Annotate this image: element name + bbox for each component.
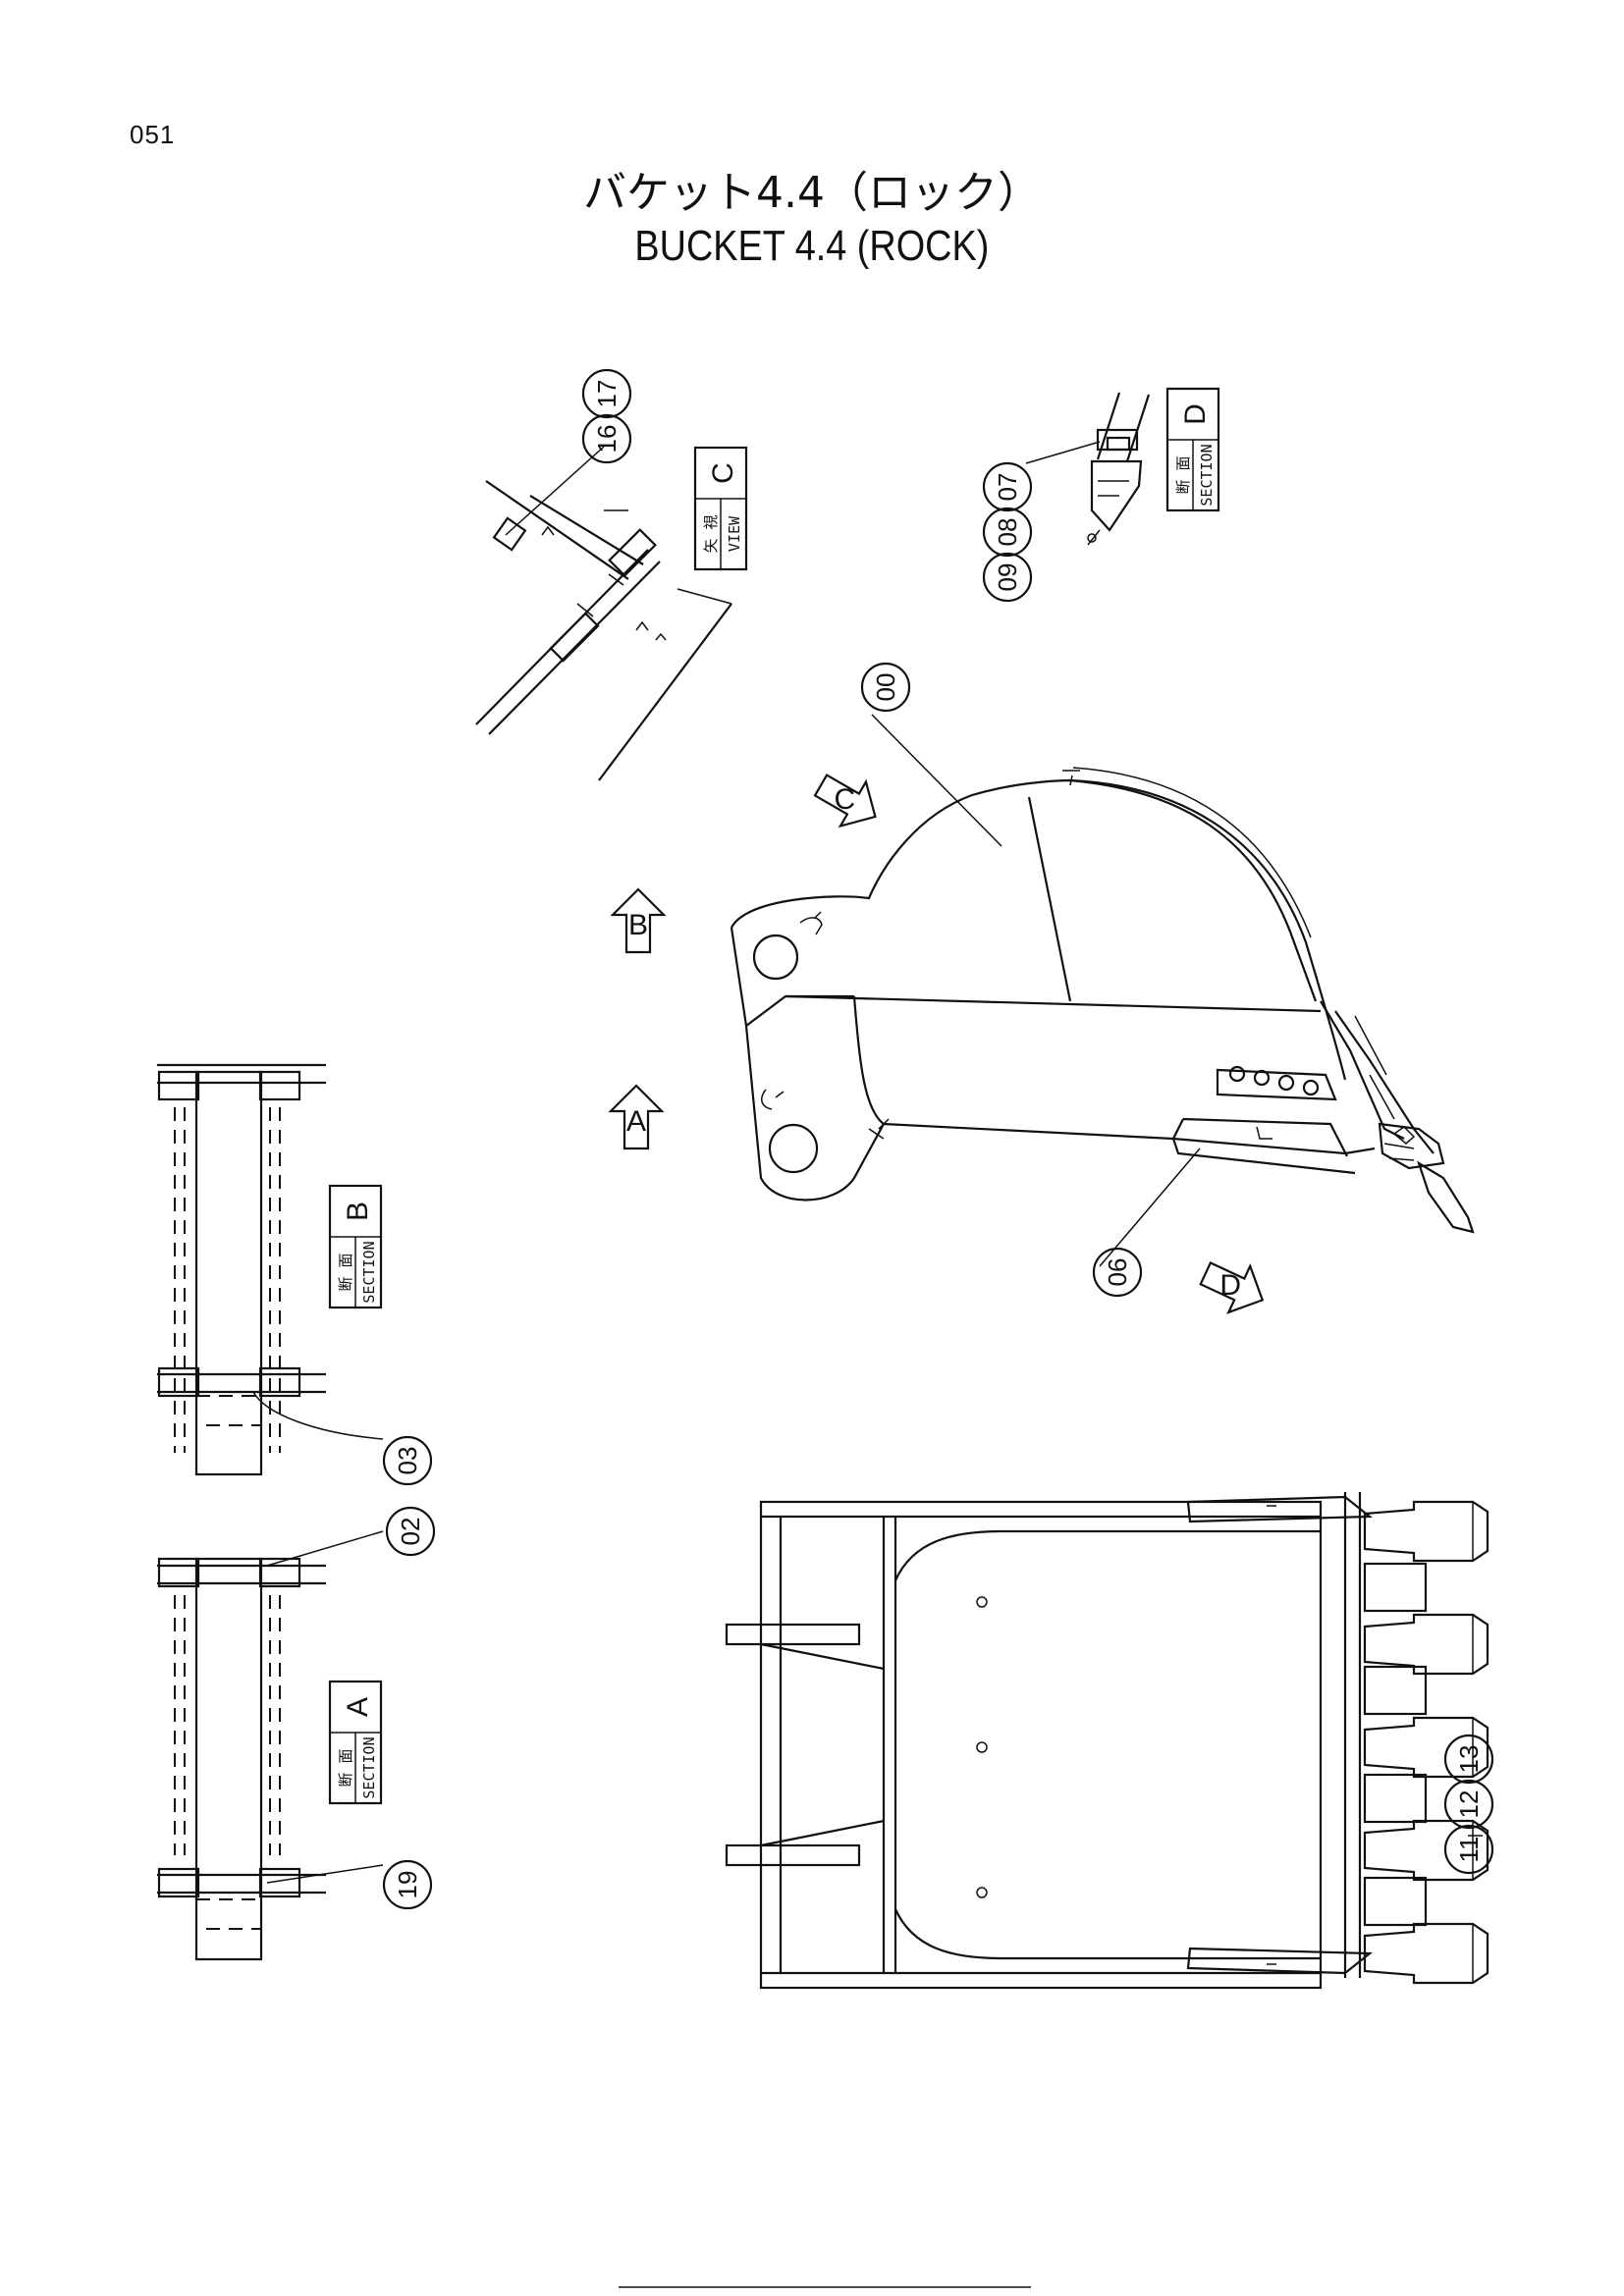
callout-bubble	[1092, 1247, 1143, 1298]
callout-bubble	[982, 507, 1033, 558]
callout-number: 08	[993, 518, 1022, 547]
callout-number: 00	[871, 673, 900, 702]
callout-bubble	[1443, 1779, 1494, 1830]
view-c-detail	[475, 480, 732, 781]
callout-19: 19	[382, 1859, 433, 1910]
callout-number: 03	[393, 1447, 422, 1475]
callout-111213: 11 12 13	[1443, 1734, 1494, 1875]
view-arrow-d: D	[1199, 1260, 1265, 1314]
callout-number: 06	[1103, 1258, 1132, 1287]
page-number: 051	[130, 120, 176, 149]
callout-bubble	[982, 461, 1033, 512]
view-label-c-letter: C	[707, 462, 739, 484]
callout-02: 02	[385, 1506, 436, 1557]
callout-06: 06	[1092, 1247, 1143, 1298]
view-label-c: 矢 視 VIEW C	[693, 446, 748, 571]
section-label-d: 断 面 SECTION D	[1165, 387, 1220, 512]
view-arrow-b-letter: B	[628, 909, 648, 941]
view-arrow-a-letter: A	[626, 1105, 646, 1138]
section-label-d-caption: SECTION	[1198, 444, 1216, 506]
bucket-tooth	[1363, 1500, 1489, 1563]
view-arrow-c: C	[813, 774, 877, 828]
callout-bubble	[982, 552, 1033, 603]
title-japanese: バケット4.4（ロック）	[583, 168, 1041, 218]
view-arrow-a: A	[608, 1084, 665, 1150]
leader-lines	[252, 441, 1483, 1884]
edge-protector	[1363, 1665, 1428, 1716]
section-label-b-kanji: 断 面	[337, 1253, 354, 1291]
callout-bubble	[385, 1506, 436, 1557]
callout-bubble	[581, 413, 632, 464]
callout-number: 02	[396, 1518, 425, 1546]
section-label-a-kanji: 断 面	[337, 1748, 354, 1787]
section-label-a-letter: A	[342, 1697, 374, 1717]
callout-number: 11	[1454, 1837, 1484, 1863]
section-d-detail	[1087, 392, 1151, 546]
section-label-a-caption: SECTION	[360, 1736, 378, 1798]
section-label-b: 断 面 SECTION B	[328, 1184, 383, 1309]
callout-number: 09	[993, 563, 1022, 592]
callout-number: 13	[1454, 1745, 1484, 1774]
view-label-c-kanji: 矢 視	[702, 514, 720, 553]
bucket-tooth	[1363, 1613, 1489, 1676]
callout-00: 00	[860, 662, 911, 713]
section-label-d-letter: D	[1179, 403, 1212, 425]
callout-090807: 09 08 07	[982, 461, 1033, 603]
teeth-row	[1363, 1500, 1489, 1985]
section-label-d-kanji: 断 面	[1174, 455, 1192, 494]
edge-protector	[1363, 1773, 1428, 1824]
bucket-tooth	[1363, 1922, 1489, 1985]
title-block: バケット4.4（ロック） BUCKET 4.4 (ROCK)	[0, 167, 1624, 273]
section-label-b-letter: B	[342, 1201, 374, 1221]
callout-bubble	[1443, 1734, 1494, 1785]
view-arrow-d-letter: D	[1219, 1269, 1241, 1302]
section-b-detail	[157, 1063, 326, 1476]
callout-bubble	[1443, 1824, 1494, 1875]
callout-bubble	[581, 368, 632, 419]
bucket-plan-view	[725, 1492, 1489, 1990]
edge-protector	[1363, 1876, 1428, 1927]
view-arrow-b: B	[610, 887, 667, 954]
section-a-detail	[157, 1557, 326, 1961]
bucket-tooth	[1363, 1819, 1489, 1882]
bucket-tooth	[1363, 1716, 1489, 1779]
view-label-c-caption: VIEW	[726, 515, 743, 552]
view-arrow-c-letter: C	[834, 783, 855, 816]
edge-protector	[1363, 1562, 1428, 1613]
section-label-a: 断 面 SECTION A	[328, 1680, 383, 1805]
callout-bubble	[382, 1435, 433, 1486]
callout-number: 16	[592, 425, 622, 454]
callout-number: 07	[993, 473, 1022, 502]
section-label-b-caption: SECTION	[360, 1241, 378, 1303]
title-english: BUCKET 4.4 (ROCK)	[634, 222, 990, 270]
callout-number: 17	[592, 380, 622, 408]
bucket-side-view	[730, 767, 1475, 1234]
callout-number: 19	[393, 1871, 422, 1899]
callout-bubble	[382, 1859, 433, 1910]
callout-03: 03	[382, 1435, 433, 1486]
callout-number: 12	[1454, 1790, 1484, 1819]
callout-bubble	[860, 662, 911, 713]
